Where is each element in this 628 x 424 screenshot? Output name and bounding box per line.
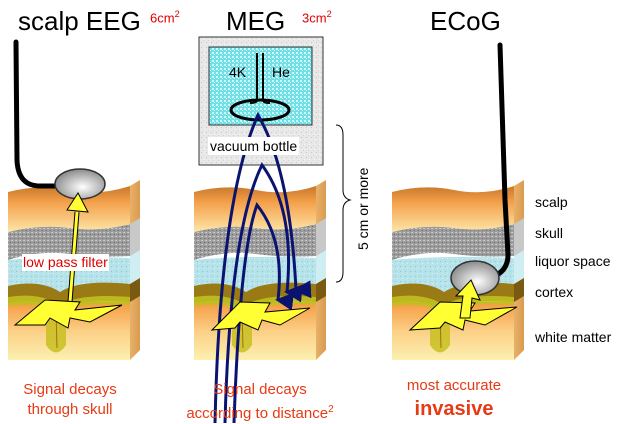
low-pass-filter-label: low pass filter [22,254,109,271]
ecog-caption-line1: most accurate [406,377,502,394]
meg-caption-line2: according to distance2 [186,404,334,422]
vacuum-bottle-label: vacuum bottle [208,137,300,155]
layer-label-white-matter: white matter [535,329,612,345]
distance-label: 5 cm or more [355,167,371,250]
layer-label-liquor: liquor space [535,253,611,269]
eeg-electrode [54,168,106,200]
skull-layer [8,224,130,260]
ecog-caption: most accurate [384,376,524,396]
distance-bracket [335,124,352,283]
meg-caption-line1: Signal decays [213,381,307,398]
magnetic-field-lines [213,111,312,423]
meg-helium-chamber [208,46,313,126]
ecog-signal-arrow [454,279,481,319]
eeg-neural-bolt [13,299,123,329]
layer-label-scalp: scalp [535,194,568,210]
ecog-title: ECoG [430,6,501,36]
eeg-caption: Signal decays through skull [0,380,140,420]
eeg-caption-line1: Signal decays [23,381,117,398]
eeg-cable [13,39,61,189]
layer-label-cortex: cortex [535,284,574,300]
invasive-label: invasive [414,398,494,420]
helium-label-left: 4K [229,64,247,80]
meg-area: 3cm2 [302,9,332,26]
meg-title: MEG [226,6,286,36]
eeg-area: 6cm2 [150,9,180,26]
eeg-title: scalp EEG [18,6,141,36]
meg-caption: Signal decays according to distance2 [150,380,370,424]
eeg-caption-line2: through skull [27,401,113,418]
helium-label-right: He [272,64,290,80]
meg-neural-bolt [210,301,311,331]
layer-label-skull: skull [535,225,564,241]
